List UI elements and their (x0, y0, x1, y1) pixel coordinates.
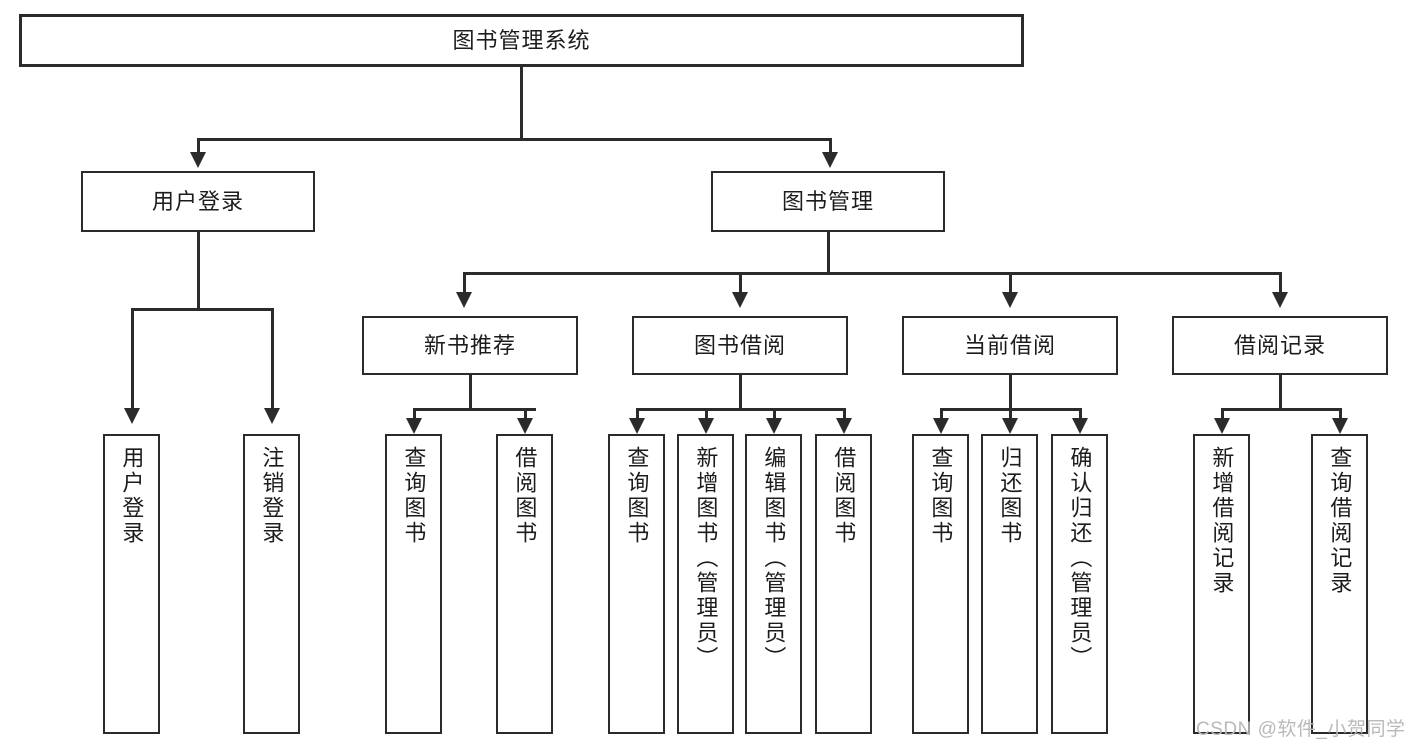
leaf-user-login-login[interactable]: 用户登录 (103, 434, 160, 734)
arrow-root-to-user-login (190, 152, 206, 168)
arrow-new-book-to-leaf-2 (517, 418, 533, 434)
arrow-bb-to-leaf-2 (698, 418, 714, 434)
node-book-management[interactable]: 图书管理 (711, 171, 945, 232)
edge-cb-to-leaf-1 (940, 408, 943, 424)
arrow-root-to-book-management (822, 152, 838, 168)
node-label: 新书推荐 (423, 332, 516, 358)
edge-user-login-bus (132, 308, 274, 311)
edge-new-book-bus (414, 408, 536, 411)
edge-user-login-to-leaf-1 (131, 308, 134, 412)
edge-book-management-stem (827, 232, 830, 274)
node-label: 图书管理 (781, 188, 874, 214)
leaf-borrow-record-query-record[interactable]: 查询借阅记录 (1311, 434, 1368, 734)
leaf-book-borrow-query-book[interactable]: 查询图书 (608, 434, 665, 734)
arrow-br-to-leaf-2 (1332, 418, 1348, 434)
leaf-current-borrow-query-book[interactable]: 查询图书 (912, 434, 969, 734)
edge-new-book-stem (469, 375, 472, 410)
leaf-borrow-record-add-record[interactable]: 新增借阅记录 (1193, 434, 1250, 734)
edge-root-stem (520, 67, 523, 140)
arrow-bb-to-leaf-3 (766, 418, 782, 434)
edge-bm-to-current-borrow (1009, 272, 1012, 296)
leaf-new-book-borrow-book[interactable]: 借阅图书 (496, 434, 553, 734)
arrow-cb-to-leaf-2 (1002, 418, 1018, 434)
node-user-login[interactable]: 用户登录 (81, 171, 315, 232)
edge-new-book-to-leaf-1 (413, 408, 416, 424)
leaf-user-login-logout[interactable]: 注销登录 (243, 434, 300, 734)
node-label: 图书借阅 (693, 332, 786, 358)
edge-br-to-leaf-2 (1339, 408, 1342, 424)
leaf-book-borrow-edit-book-admin[interactable]: 编辑图书（管理员） (745, 434, 802, 734)
node-label: 借阅记录 (1233, 332, 1326, 358)
edge-root-to-book-management (829, 138, 832, 156)
node-label: 当前借阅 (963, 332, 1056, 358)
node-book-management-system[interactable]: 图书管理系统 (19, 14, 1024, 67)
edge-cb-to-leaf-2 (1009, 408, 1012, 424)
arrow-user-login-to-leaf-1 (124, 408, 140, 424)
edge-root-to-user-login (197, 138, 200, 156)
node-label: 借阅图书 (512, 446, 538, 546)
node-label: 借阅图书 (831, 446, 857, 546)
edge-borrow-record-stem (1279, 375, 1282, 410)
arrow-bb-to-leaf-1 (629, 418, 645, 434)
node-current-borrow[interactable]: 当前借阅 (902, 316, 1118, 375)
leaf-new-book-query-book[interactable]: 查询图书 (385, 434, 442, 734)
csdn-watermark: CSDN @软件_小贺同学 (1196, 719, 1405, 740)
arrow-user-login-to-leaf-2 (264, 408, 280, 424)
edge-bb-to-leaf-4 (843, 408, 846, 424)
edge-bm-to-book-borrow (739, 272, 742, 296)
arrow-bm-to-current-borrow (1002, 292, 1018, 308)
node-label: 图书管理系统 (452, 27, 591, 53)
node-label: 用户登录 (151, 188, 244, 214)
arrow-bb-to-leaf-4 (836, 418, 852, 434)
arrow-cb-to-leaf-1 (933, 418, 949, 434)
node-label: 注销登录 (259, 446, 285, 546)
edge-user-login-stem (197, 232, 200, 310)
arrow-br-to-leaf-1 (1214, 418, 1230, 434)
node-label: 归还图书 (997, 446, 1023, 546)
edge-book-borrow-stem (739, 375, 742, 410)
edge-root-bus (198, 138, 832, 141)
arrow-cb-to-leaf-3 (1072, 418, 1088, 434)
edge-bm-to-new-book (463, 272, 466, 296)
edge-book-management-bus (464, 272, 1282, 275)
node-new-book-recommend[interactable]: 新书推荐 (362, 316, 578, 375)
node-label: 查询图书 (624, 446, 650, 546)
arrow-new-book-to-leaf-1 (406, 418, 422, 434)
edge-bb-to-leaf-2 (705, 408, 708, 424)
leaf-book-borrow-borrow-book[interactable]: 借阅图书 (815, 434, 872, 734)
edge-bb-to-leaf-3 (773, 408, 776, 424)
edge-bb-to-leaf-1 (636, 408, 639, 424)
node-label: 查询图书 (401, 446, 427, 546)
leaf-book-borrow-add-book-admin[interactable]: 新增图书（管理员） (677, 434, 734, 734)
node-label: 新增借阅记录 (1209, 446, 1235, 596)
edge-bm-to-borrow-record (1279, 272, 1282, 296)
edge-current-borrow-stem (1009, 375, 1012, 410)
edge-user-login-to-leaf-2 (271, 308, 274, 412)
node-label: 新增图书（管理员） (693, 446, 719, 671)
arrow-bm-to-borrow-record (1272, 292, 1288, 308)
arrow-bm-to-new-book (456, 292, 472, 308)
edge-borrow-record-bus (1222, 408, 1340, 411)
edge-br-to-leaf-1 (1221, 408, 1224, 424)
edge-cb-to-leaf-3 (1079, 408, 1082, 424)
leaf-current-borrow-confirm-return-admin[interactable]: 确认归还（管理员） (1051, 434, 1108, 734)
node-label: 编辑图书（管理员） (761, 446, 787, 671)
leaf-current-borrow-return-book[interactable]: 归还图书 (981, 434, 1038, 734)
node-label: 确认归还（管理员） (1067, 446, 1093, 671)
edge-book-borrow-bus (637, 408, 845, 411)
node-label: 查询图书 (928, 446, 954, 546)
node-label: 查询借阅记录 (1327, 446, 1353, 596)
node-borrow-record[interactable]: 借阅记录 (1172, 316, 1388, 375)
node-label: 用户登录 (119, 446, 145, 546)
arrow-bm-to-book-borrow (732, 292, 748, 308)
edge-new-book-to-leaf-2 (524, 408, 527, 424)
node-book-borrow[interactable]: 图书借阅 (632, 316, 848, 375)
